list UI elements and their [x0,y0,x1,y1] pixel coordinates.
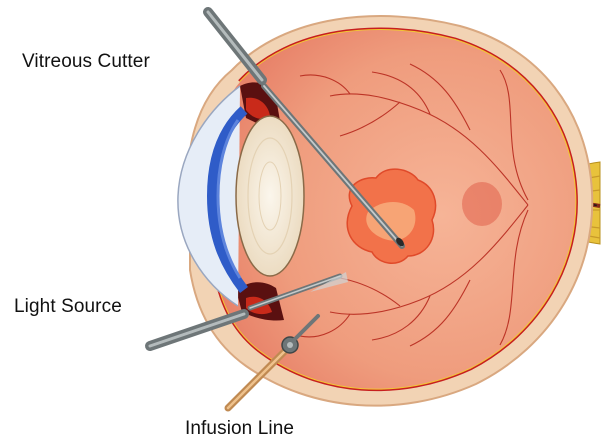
vitreous-cutter-label: Vitreous Cutter [22,51,150,73]
lens [236,116,304,276]
cornea [178,86,244,306]
light-source-label: Light Source [14,296,122,318]
infusion-line-label: Infusion Line [185,418,294,440]
